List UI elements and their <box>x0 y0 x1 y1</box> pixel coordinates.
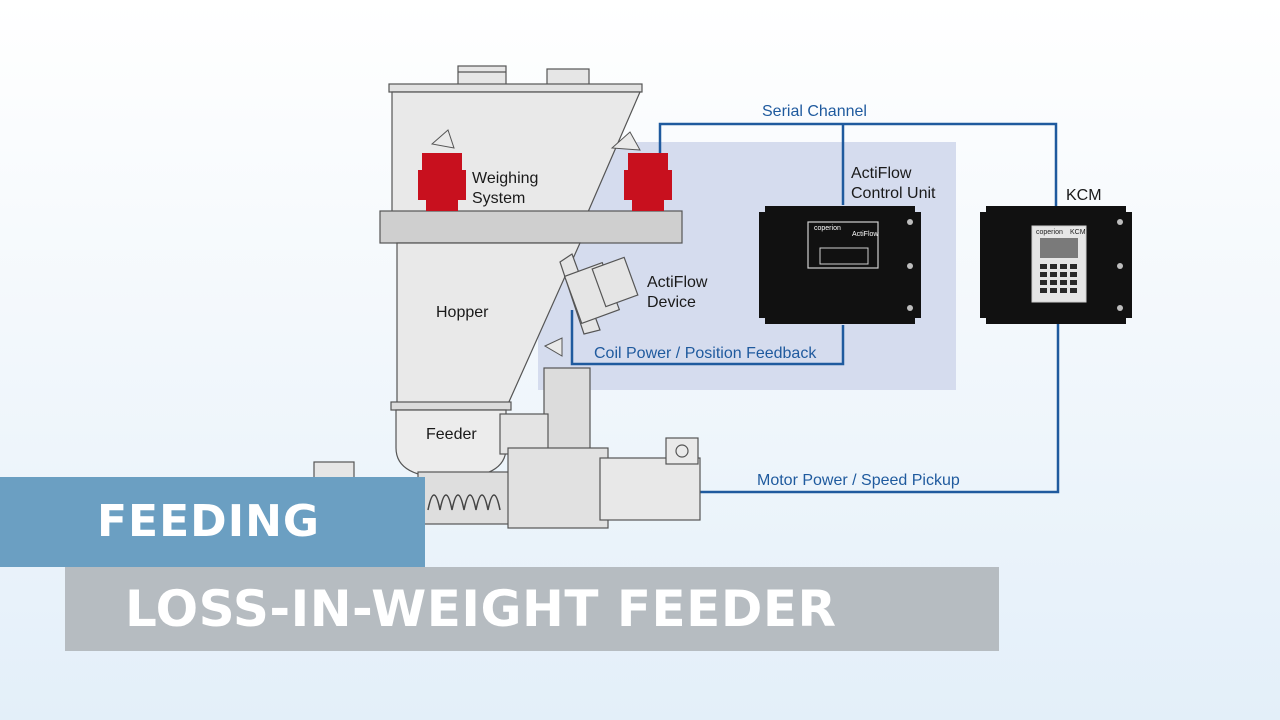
hopper-assembly <box>313 65 701 529</box>
screw-flights <box>427 494 501 511</box>
bracket-right <box>610 131 641 151</box>
actiflow-device-label-line2: Device <box>647 294 696 311</box>
motor-body <box>599 457 701 521</box>
bracket-lower <box>543 337 563 357</box>
kcm-brand: coperion <box>1036 229 1063 236</box>
motor-endcap <box>665 437 699 465</box>
wiring <box>570 122 1060 494</box>
bracket-left <box>430 129 455 149</box>
screw-barrel <box>417 471 511 525</box>
load-cell-left <box>418 153 466 211</box>
feeder-label: Feeder <box>426 426 477 443</box>
hopper-label: Hopper <box>436 304 489 321</box>
motor-housing <box>507 447 609 529</box>
hopper-lid <box>388 83 643 93</box>
kcm-box: coperion KCM <box>980 206 1132 324</box>
kcm-keypad <box>1040 264 1077 293</box>
serial-channel-wire <box>658 122 1058 206</box>
feeder-bowl <box>395 409 507 479</box>
weighing-system-label-line2: System <box>472 190 525 207</box>
control-unit-label-line2: Control Unit <box>851 185 936 202</box>
actiflow-device-label-line1: ActiFlow <box>647 274 708 291</box>
control-unit-device-name: ActiFlow <box>852 231 879 238</box>
coil-power-wire <box>570 310 845 366</box>
motor-power-label: Motor Power / Speed Pickup <box>757 472 960 489</box>
feeder-collar <box>390 401 512 411</box>
control-unit-label-line1: ActiFlow <box>851 165 912 182</box>
coil-power-label: Coil Power / Position Feedback <box>594 345 817 362</box>
kcm-label: KCM <box>1066 187 1102 204</box>
motor-power-wire <box>700 323 1060 494</box>
serial-channel-label: Serial Channel <box>762 103 867 120</box>
drive-support <box>499 413 549 455</box>
control-unit-box: coperion ActiFlow <box>759 206 921 324</box>
control-unit-brand: coperion <box>814 225 841 232</box>
actiflow-device <box>559 253 639 335</box>
category-banner: FEEDING <box>0 477 425 567</box>
load-cell-right <box>624 153 672 211</box>
top-port-left <box>457 65 507 87</box>
title-banner: LOSS-IN-WEIGHT FEEDER <box>65 567 999 651</box>
kcm-device-name: KCM <box>1070 229 1086 236</box>
weighing-plate <box>379 210 683 244</box>
weighing-system-label-line1: Weighing <box>472 170 538 187</box>
